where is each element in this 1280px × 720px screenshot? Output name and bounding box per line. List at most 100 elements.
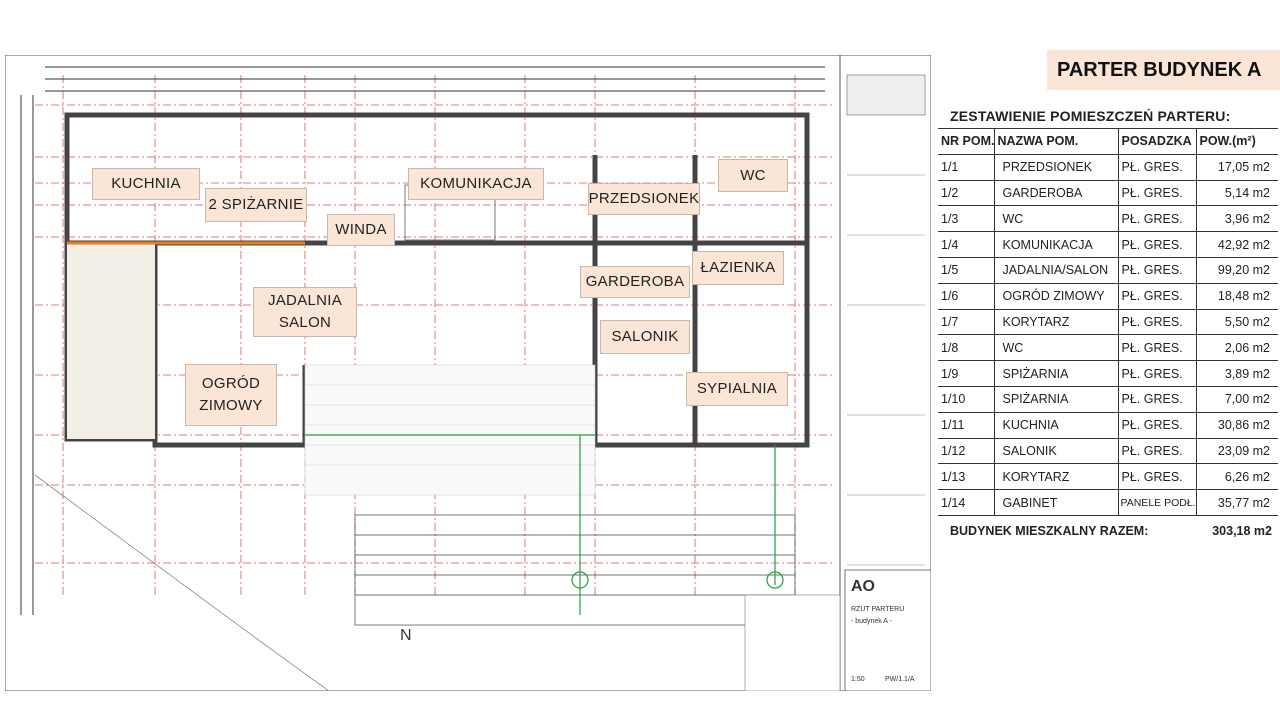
drawing-scale: 1:50 <box>851 676 865 683</box>
cell-nr: 1/2 <box>938 179 994 207</box>
cell-area: 35,77 m2 <box>1195 489 1278 516</box>
slide-title: PARTER BUDYNEK A <box>1047 50 1280 90</box>
room-label-spizarnie: 2 SPIŻARNIE <box>205 188 307 222</box>
cell-floor: PŁ. GRES. <box>1117 385 1196 413</box>
cell-floor: PŁ. GRES. <box>1117 437 1196 465</box>
rooms-table: NR POM. NAZWA POM. POSADZKA POW.(m²) 1/1… <box>938 128 1278 516</box>
room-label-sypialnia: SYPIALNIA <box>686 372 788 406</box>
cell-name: WC <box>993 334 1118 362</box>
cell-nr: 1/5 <box>938 256 994 284</box>
room-label-ogrod-zimowy: OGRÓD ZIMOWY <box>185 364 277 426</box>
cell-area: 42,92 m2 <box>1195 231 1278 258</box>
cell-area: 23,09 m2 <box>1195 437 1278 465</box>
terrace-pattern <box>304 364 596 496</box>
cell-floor: PŁ. GRES. <box>1117 153 1196 181</box>
cell-name: KUCHNIA <box>993 411 1118 439</box>
cell-floor: PŁ. GRES. <box>1117 282 1196 310</box>
cell-area: 5,14 m2 <box>1195 179 1278 207</box>
cell-floor: PANELE PODŁ. <box>1117 489 1196 516</box>
drawing-name: RZUT PARTERU <box>851 606 904 613</box>
room-label-text: SYPIALNIA <box>696 380 778 397</box>
room-label-text: GARDEROBA <box>585 273 685 290</box>
total-value: 303,18 m2 <box>1212 523 1272 538</box>
cell-nr: 1/10 <box>938 385 994 413</box>
room-label-wc: WC <box>718 159 788 192</box>
cell-name: WC <box>993 205 1118 233</box>
cell-name: SPIŻARNIA <box>993 360 1118 387</box>
architect-logo: AO <box>851 578 875 595</box>
total-label: BUDYNEK MIESZKALNY RAZEM: <box>950 523 1149 538</box>
cell-area: 18,48 m2 <box>1195 282 1278 310</box>
building-name: - budynek A - <box>851 618 893 625</box>
cell-floor: PŁ. GRES. <box>1117 411 1196 439</box>
header-area: POW.(m²) <box>1195 128 1278 155</box>
cell-name: JADALNIA/SALON <box>993 256 1118 284</box>
room-label-text: JADALNIA <box>267 292 343 309</box>
cell-area: 2,06 m2 <box>1195 334 1278 362</box>
slide-title-text: PARTER BUDYNEK A <box>1057 58 1262 81</box>
room-label-salonik: SALONIK <box>600 320 690 354</box>
floor-plan-drawing: AO RZUT PARTERU - budynek A - 1:50 PW/1.… <box>5 55 931 691</box>
cell-area: 5,50 m2 <box>1195 308 1278 336</box>
cell-nr: 1/4 <box>938 231 994 258</box>
room-label-text: OGRÓD <box>201 375 261 392</box>
cell-area: 6,26 m2 <box>1195 463 1278 491</box>
cell-area: 7,00 m2 <box>1195 385 1278 413</box>
room-label-text: KUCHNIA <box>111 175 181 192</box>
room-label-przedsionek: PRZEDSIONEK <box>588 183 700 215</box>
room-label-text: SALON <box>278 314 332 331</box>
room-label-text: SALONIK <box>611 328 679 345</box>
room-label-text: PRZEDSIONEK <box>588 190 700 207</box>
cell-floor: PŁ. GRES. <box>1117 231 1196 258</box>
cell-nr: 1/11 <box>938 411 994 439</box>
cell-area: 30,86 m2 <box>1195 411 1278 439</box>
rooms-summary-panel: ZESTAWIENIE POMIESZCZEŃ PARTERU: NR POM.… <box>938 104 1278 538</box>
room-label-komunikacja: KOMUNIKACJA <box>408 168 544 200</box>
dimension-lines <box>20 66 825 615</box>
cell-nr: 1/9 <box>938 360 994 387</box>
table-header-row: NR POM. NAZWA POM. POSADZKA POW.(m²) <box>938 128 1278 155</box>
drawing-title-block: AO RZUT PARTERU - budynek A - 1:50 PW/1.… <box>744 55 931 691</box>
room-label-text: ŁAZIENKA <box>700 259 776 276</box>
table-title: ZESTAWIENIE POMIESZCZEŃ PARTERU: <box>950 108 1231 124</box>
room-label-text: 2 SPIŻARNIE <box>208 196 304 213</box>
north-arrow-icon: N <box>400 627 412 644</box>
cell-nr: 1/7 <box>938 308 994 336</box>
room-label-kuchnia: KUCHNIA <box>92 168 200 200</box>
room-label-lazienka: ŁAZIENKA <box>692 251 784 285</box>
cell-nr: 1/6 <box>938 282 994 310</box>
room-label-text: WC <box>740 166 766 184</box>
cell-nr: 1/3 <box>938 205 994 233</box>
cell-floor: PŁ. GRES. <box>1117 205 1196 233</box>
cell-floor: PŁ. GRES. <box>1117 463 1196 491</box>
cell-name: GABINET <box>993 489 1118 516</box>
room-label-text: KOMUNIKACJA <box>420 175 532 192</box>
cell-name: OGRÓD ZIMOWY <box>993 282 1118 310</box>
cell-name: KORYTARZ <box>993 463 1118 491</box>
header-nr: NR POM. <box>938 128 994 155</box>
cell-area: 17,05 m2 <box>1195 153 1278 181</box>
cell-name: KOMUNIKACJA <box>993 231 1118 258</box>
cell-nr: 1/12 <box>938 437 994 465</box>
room-label-text: ZIMOWY <box>199 397 263 414</box>
cell-nr: 1/8 <box>938 334 994 362</box>
cell-name: SPIŻARNIA <box>993 385 1118 413</box>
cell-name: PRZEDSIONEK <box>993 153 1118 181</box>
utility-lines <box>305 434 784 615</box>
cell-name: KORYTARZ <box>993 308 1118 336</box>
total-row: BUDYNEK MIESZKALNY RAZEM: 303,18 m2 <box>938 524 1278 538</box>
room-label-garderoba: GARDEROBA <box>580 266 690 298</box>
room-label-jadalnia-salon: JADALNIA SALON <box>253 287 357 337</box>
